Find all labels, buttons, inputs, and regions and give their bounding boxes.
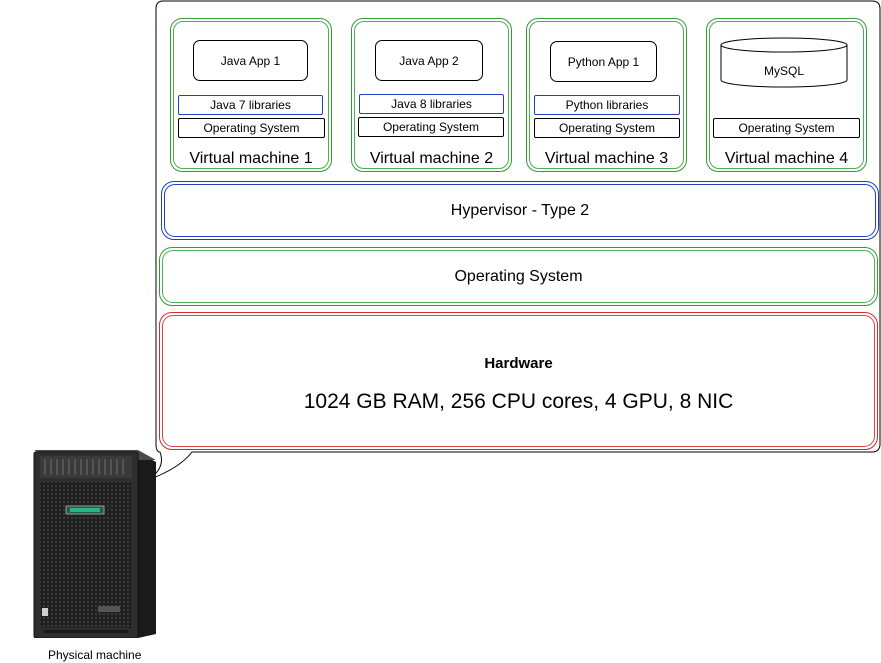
host-os-layer: Operating System (159, 247, 878, 306)
vm3-app-label: Python App 1 (567, 54, 640, 69)
vm2-libraries-box: Java 8 libraries (359, 94, 504, 114)
hardware-spec: 1024 GB RAM, 256 CPU cores, 4 GPU, 8 NIC (303, 389, 734, 413)
vm4-app-label: MySQL (763, 64, 804, 78)
vm3-libraries-box: Python libraries (534, 95, 680, 115)
host-os-label: Operating System (454, 267, 583, 285)
hardware-title: Hardware (484, 354, 553, 372)
virtual-machine-3 (526, 18, 687, 172)
vm1-os-box: Operating System (178, 118, 325, 138)
hypervisor-label: Hypervisor - Type 2 (450, 201, 590, 219)
database-cylinder-icon (720, 37, 848, 88)
vm4-os-box: Operating System (713, 118, 860, 138)
virtual-machine-1 (170, 18, 332, 172)
vm4-title: Virtual machine 4 (724, 150, 849, 167)
vm3-os-label: Operating System (558, 121, 656, 135)
vm4-os-label: Operating System (738, 121, 835, 135)
hardware-layer: Hardware 1024 GB RAM, 256 CPU cores, 4 G… (159, 312, 878, 450)
vm2-libraries-label: Java 8 libraries (391, 97, 472, 111)
vm3-libraries-label: Python libraries (565, 98, 649, 112)
vm2-os-box: Operating System (358, 117, 504, 137)
virtual-machine-4 (706, 18, 867, 172)
vm2-os-label: Operating System (382, 120, 480, 134)
vm1-libraries-label: Java 7 libraries (210, 98, 291, 112)
vm3-os-box: Operating System (534, 118, 680, 138)
tower-server-icon (33, 450, 156, 638)
physical-machine-label: Physical machine (48, 648, 142, 662)
vm1-libraries-box: Java 7 libraries (178, 95, 323, 115)
vm2-app-label: Java App 2 (399, 53, 459, 68)
vm2-app-box: Java App 2 (375, 40, 483, 81)
vm1-app-label: Java App 1 (220, 53, 281, 68)
hypervisor-layer: Hypervisor - Type 2 (161, 181, 879, 240)
vm3-title: Virtual machine 3 (544, 150, 669, 167)
vm1-title: Virtual machine 1 (189, 150, 313, 167)
vm3-app-box: Python App 1 (550, 41, 657, 82)
virtual-machine-2 (351, 18, 512, 172)
vm1-app-box: Java App 1 (193, 40, 308, 81)
vm2-title: Virtual machine 2 (369, 150, 494, 167)
vm1-os-label: Operating System (203, 121, 300, 135)
